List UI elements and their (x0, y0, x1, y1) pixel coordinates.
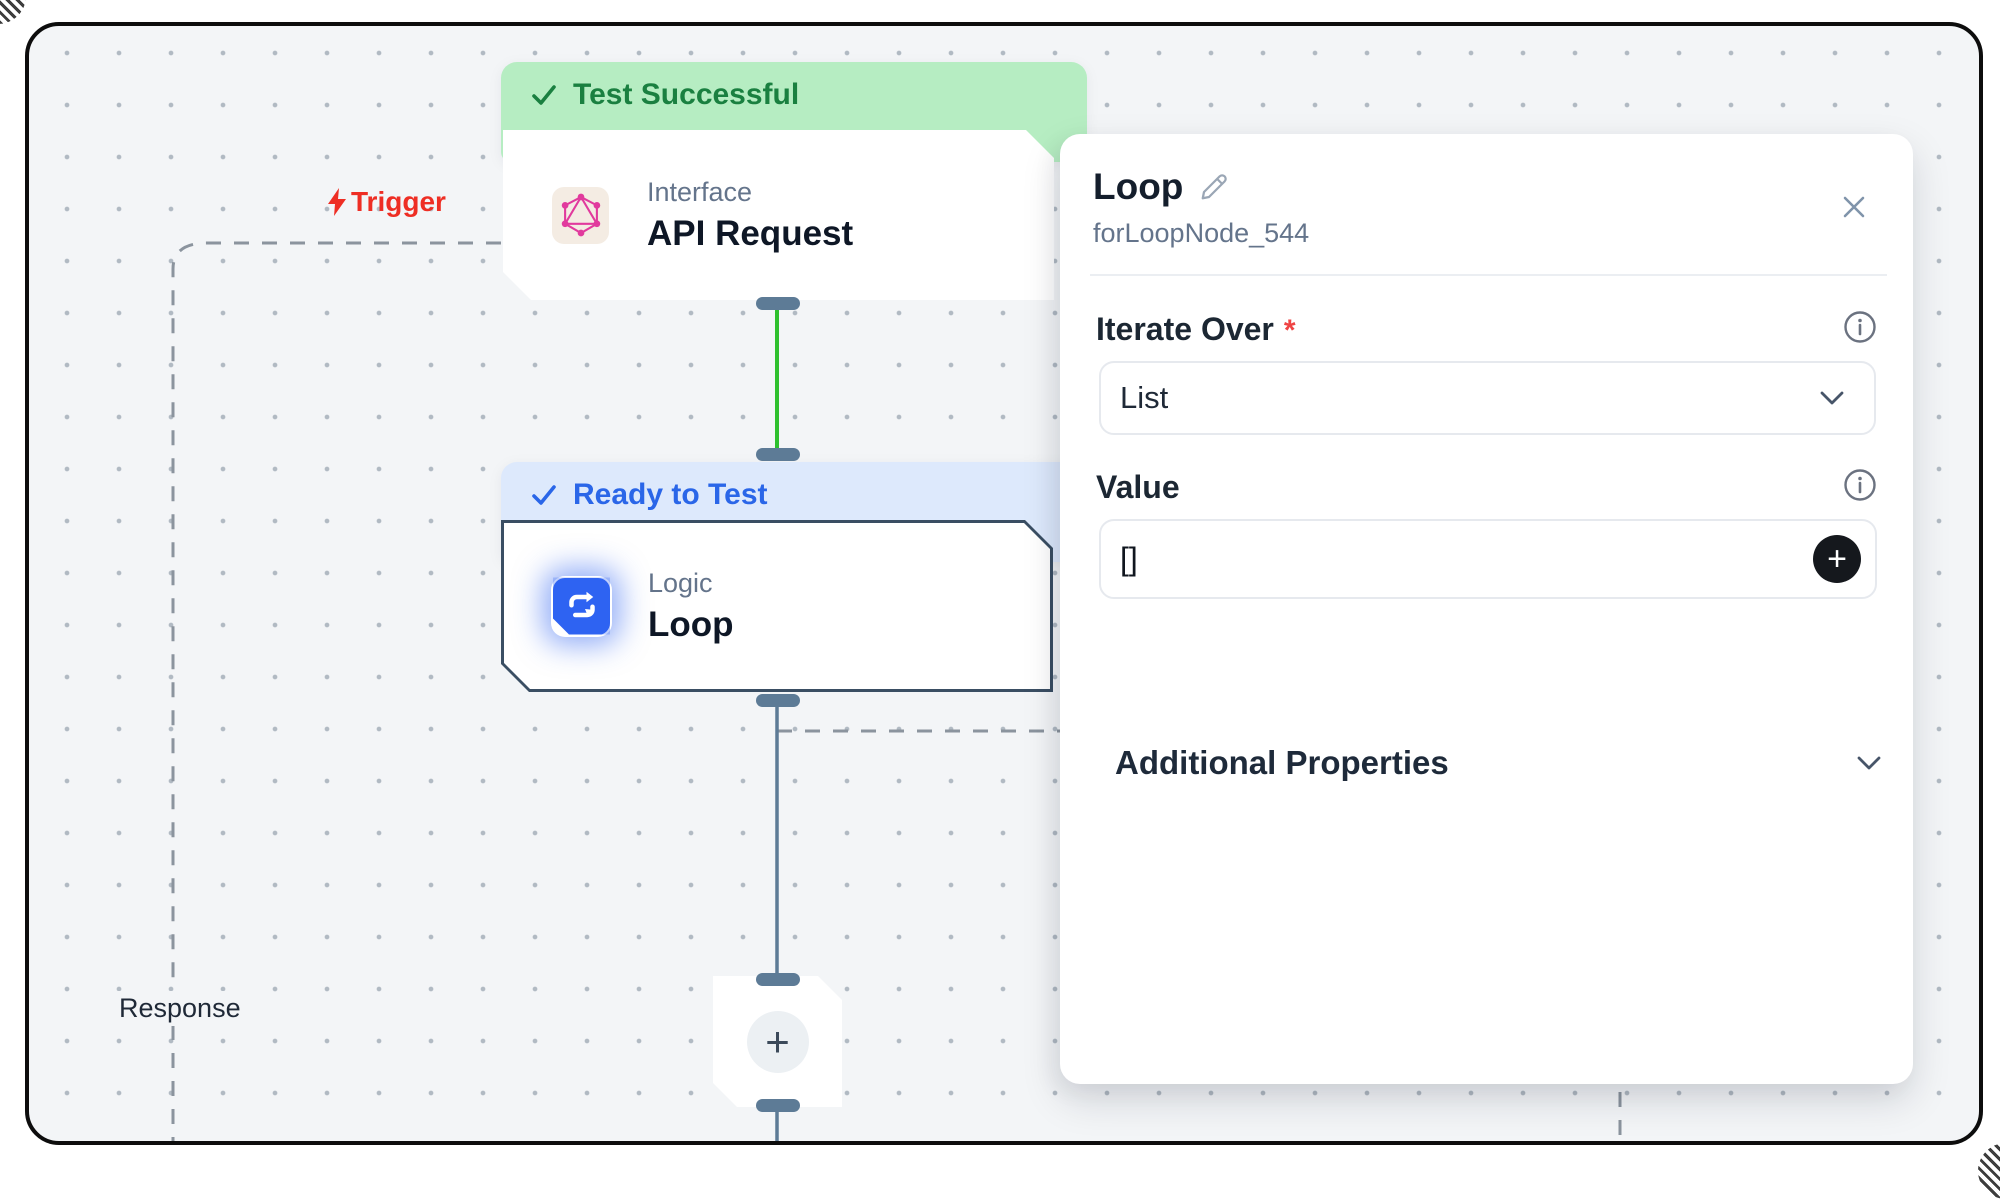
additional-properties-label: Additional Properties (1115, 744, 1449, 781)
node-category-label: Interface (647, 176, 753, 207)
close-icon (1843, 196, 1865, 218)
status-banner-text: Test Successful (573, 78, 800, 111)
response-label: Response (113, 991, 247, 1026)
panel-title: Loop (1093, 166, 1184, 207)
plus-icon[interactable]: + (747, 1011, 809, 1073)
connector-handle-loop-top[interactable] (756, 448, 800, 461)
info-icon[interactable] (1843, 310, 1877, 344)
workflow-canvas-frame: Trigger Response Test Successful (25, 22, 1983, 1145)
graphql-icon (552, 187, 609, 244)
add-step-node[interactable]: + (713, 976, 842, 1107)
chevron-down-icon (1857, 756, 1881, 770)
node-category-label: Logic (648, 567, 713, 598)
connector-handle-add-top[interactable] (756, 973, 800, 986)
node-id-label: forLoopNode_544 (1093, 218, 1310, 248)
close-panel-button[interactable] (1834, 187, 1874, 227)
check-icon (532, 85, 556, 105)
connector-handle-add-bottom[interactable] (756, 1099, 800, 1112)
decorative-hatch-top-left (0, 0, 26, 24)
connector-handle-loop-bottom[interactable] (756, 694, 800, 707)
iterate-over-select[interactable]: List (1099, 361, 1876, 435)
node-name-label: API Request (647, 213, 854, 253)
node-api-request[interactable]: Interface API Request (503, 130, 1054, 300)
trigger-label-text: Trigger (351, 186, 446, 217)
node-loop[interactable]: Logic Loop (501, 520, 1053, 692)
decorative-hatch-bottom-right (1978, 1143, 2000, 1199)
connector-handle-api-bottom[interactable] (756, 297, 800, 310)
plus-glyph: + (1827, 540, 1847, 578)
plus-glyph: + (765, 1017, 790, 1065)
trigger-label: Trigger (325, 186, 446, 218)
iterate-over-value: List (1120, 380, 1169, 415)
add-value-button[interactable]: + (1813, 535, 1861, 583)
node-name-label: Loop (648, 604, 734, 644)
iterate-over-label: Iterate Over (1096, 311, 1274, 347)
info-icon[interactable] (1843, 468, 1877, 502)
required-asterisk: * (1283, 314, 1296, 347)
workflow-canvas[interactable]: Trigger Response Test Successful (29, 26, 1979, 1141)
status-banner-text: Ready to Test (573, 478, 768, 511)
value-label: Value (1096, 469, 1180, 505)
properties-panel: Loop forLoopNode_544 Iterate Over * (1060, 134, 1913, 1084)
panel-divider (1090, 274, 1887, 276)
chevron-down-icon (1820, 391, 1844, 405)
check-icon (532, 485, 556, 505)
value-input-text: [] (1120, 540, 1138, 577)
edit-pencil-icon[interactable] (1199, 172, 1229, 202)
value-input[interactable]: [] + (1099, 519, 1877, 599)
trigger-dashed-edge[interactable] (171, 241, 501, 1141)
lightning-bolt-icon (328, 188, 346, 216)
loop-icon (553, 578, 610, 635)
additional-properties-toggle[interactable]: Additional Properties (1060, 744, 1913, 782)
